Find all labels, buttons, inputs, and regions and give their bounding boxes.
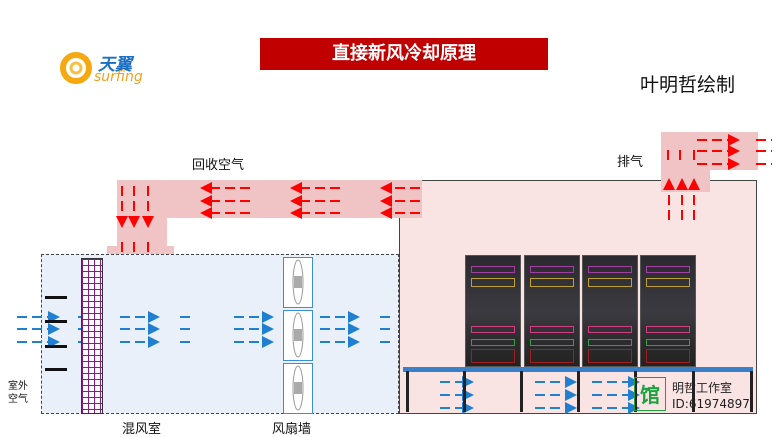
author-label: 叶明哲绘制 <box>640 74 736 96</box>
watermark-line1: 明哲工作室 <box>672 381 733 395</box>
floor-post <box>463 371 466 412</box>
exhaust-label: 排气 <box>617 155 644 170</box>
louver <box>45 320 67 323</box>
page-title: 直接新风冷却原理 <box>260 38 548 70</box>
return-air-label: 回收空气 <box>192 158 245 173</box>
outdoor-air-line1: 室外 <box>8 381 28 392</box>
server-rack <box>582 255 638 367</box>
floor-post <box>577 371 580 412</box>
return-air-arrows <box>116 182 420 256</box>
floor-post <box>750 371 753 412</box>
fan-icon <box>292 312 304 358</box>
server-rack <box>524 255 580 367</box>
fan-unit <box>283 310 313 361</box>
watermark-line2: ID:61974897 <box>672 397 750 411</box>
floor-post <box>520 371 523 412</box>
louver <box>45 296 67 299</box>
logo-cn-text: 天翼 <box>98 55 132 75</box>
floor-post <box>406 371 409 412</box>
floor-post <box>634 371 637 412</box>
filter-grid <box>81 258 103 414</box>
outdoor-air-line2: 空气 <box>8 394 28 405</box>
watermark-text: 明哲工作室 ID:61974897 <box>672 380 750 412</box>
mixing-room-label: 混风室 <box>122 422 162 437</box>
server-rack <box>640 255 696 367</box>
logo-en-text: surfing <box>94 69 143 85</box>
raised-floor <box>403 367 753 372</box>
fan-icon <box>292 259 304 305</box>
floor-post <box>692 371 695 412</box>
return-duct-inlet <box>107 246 174 254</box>
swirl-icon <box>60 52 92 84</box>
surfing-logo: 天翼 surfing <box>58 48 148 88</box>
fan-wall-label: 风扇墙 <box>272 422 312 437</box>
return-duct-vertical <box>117 180 167 246</box>
fresh-air-arrows <box>17 311 640 414</box>
server-rack <box>465 255 521 367</box>
louver <box>45 345 67 348</box>
watermark-icon: 馆 <box>634 377 666 411</box>
return-duct-horizontal <box>117 180 422 218</box>
exhaust-arrows <box>663 134 772 220</box>
louver <box>45 368 67 371</box>
fan-icon <box>292 365 304 411</box>
fan-unit <box>283 257 313 308</box>
outdoor-air-label: 室外 空气 <box>8 380 28 406</box>
fan-unit <box>283 363 313 414</box>
